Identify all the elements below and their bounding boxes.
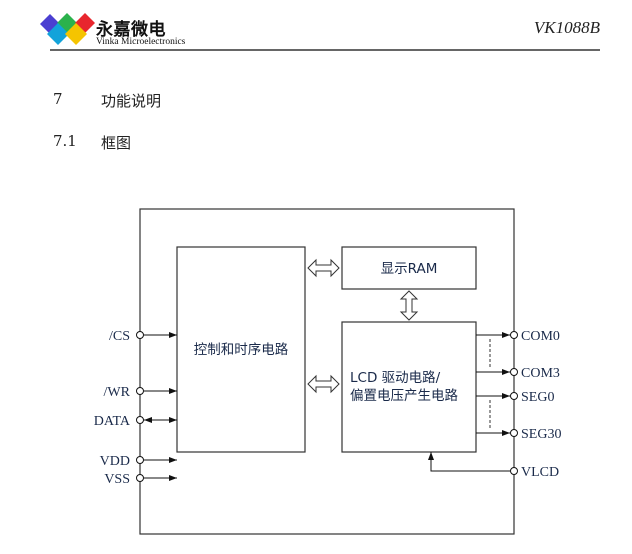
- pin-com3: COM3: [476, 366, 560, 381]
- pin-vlcd: VLCD: [428, 452, 559, 480]
- pin-vdd: VDD: [100, 454, 177, 469]
- subsection-title: 框图: [101, 134, 132, 152]
- pin-label-cs: /CS: [109, 329, 130, 344]
- pin-vss: VSS: [104, 472, 177, 487]
- display-ram-block: [341, 246, 477, 290]
- display-ram-label: 显示RAM: [381, 261, 438, 277]
- bus-arrow-ram-lcd: [399, 290, 419, 321]
- pin-label-seg30: SEG30: [521, 427, 561, 442]
- lcd-driver-block: [341, 321, 477, 453]
- pin-wr: /WR: [104, 385, 177, 400]
- section-title: 功能说明: [101, 92, 162, 110]
- pin-cs: /CS: [109, 329, 177, 344]
- control-timing-block: [176, 246, 306, 453]
- header-divider: [50, 49, 600, 51]
- lcd-driver-label-line2: 偏置电压产生电路: [350, 388, 458, 404]
- bus-arrow-control-lcd: [307, 374, 340, 394]
- company-logo: 永嘉微电 Vinka Microelectronics: [38, 8, 238, 48]
- pin-label-data: DATA: [94, 414, 131, 429]
- bus-arrow-control-ram: [307, 258, 340, 278]
- pin-label-wr: /WR: [104, 385, 131, 400]
- logo-diamonds-icon: [40, 13, 95, 45]
- pin-label-vss: VSS: [104, 472, 130, 487]
- pin-com0: COM0: [476, 329, 560, 344]
- pin-label-com0: COM0: [521, 329, 560, 344]
- pin-label-vlcd: VLCD: [521, 465, 559, 480]
- pin-seg30: SEG30: [476, 427, 561, 442]
- brand-name-cn: 永嘉微电: [96, 20, 166, 40]
- subsection-number: 7.1: [53, 132, 77, 150]
- pin-seg0: SEG0: [476, 390, 554, 405]
- pin-data: DATA: [94, 414, 177, 429]
- logo-diamond-yellow: [65, 23, 87, 45]
- pin-label-seg0: SEG0: [521, 390, 554, 405]
- pin-label-com3: COM3: [521, 366, 560, 381]
- document-id: VK1088B: [533, 18, 600, 37]
- brand-name-en: Vinka Microelectronics: [96, 37, 186, 47]
- logo-diamond-cyan: [47, 23, 69, 45]
- section-number: 7: [53, 90, 63, 108]
- pin-label-vdd: VDD: [100, 454, 130, 469]
- lcd-driver-label-line1: LCD 驱动电路/: [350, 370, 441, 386]
- control-timing-label: 控制和时序电路: [194, 342, 289, 358]
